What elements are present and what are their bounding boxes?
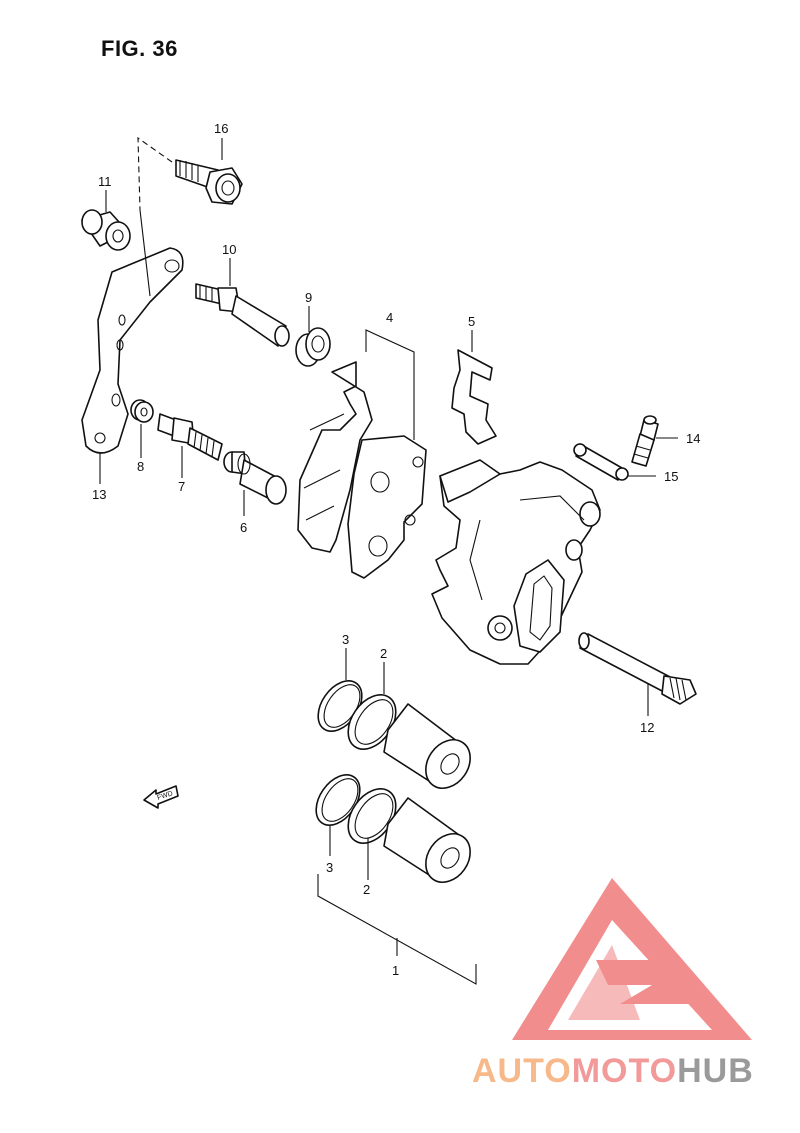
callout-leaders [99,138,678,880]
callout-3-upper: 3 [342,632,349,647]
callout-10: 10 [222,242,236,257]
leader-16-bracket [137,136,173,297]
brake-pad-inner [347,435,427,579]
callout-15: 15 [664,469,678,484]
pin-6 [223,451,287,505]
callout-9: 9 [305,290,312,305]
callout-2-lower: 2 [363,882,370,897]
grommet-9 [295,327,331,367]
brake-pad-outer [297,361,373,553]
callout-12: 12 [640,720,654,735]
piston-upper [383,703,471,789]
svg-text:FWD: FWD [156,790,173,802]
caliper-body [431,459,601,665]
callout-3-lower: 3 [326,860,333,875]
callout-5: 5 [468,314,475,329]
forward-arrow-icon: FWD [143,785,179,809]
callout-6: 6 [240,520,247,535]
bolt-16 [175,159,243,205]
piston-lower [383,797,471,883]
leader-4 [365,329,415,440]
caliper-bracket [81,247,184,454]
callout-1: 1 [392,963,399,978]
slide-pin-12 [578,632,697,705]
callout-11: 11 [98,174,112,189]
callout-13: 13 [92,487,106,502]
washer-8 [130,399,154,423]
pin-10 [195,283,290,347]
bolt-7 [157,413,223,461]
bleeder-cap-15 [573,443,629,481]
callout-2-upper: 2 [380,646,387,661]
callout-8: 8 [137,459,144,474]
callout-14: 14 [686,431,700,446]
leader-1 [317,874,477,985]
watermark-logo-icon [512,878,752,1040]
bleeder-valve-14 [631,415,659,467]
callout-7: 7 [178,479,185,494]
collar-11 [81,209,131,251]
watermark-text: AUTOMOTOHUB [472,1052,754,1090]
pad-spring-5 [451,349,497,445]
figure-title: FIG. 36 [101,36,178,61]
callout-4: 4 [386,310,393,325]
callout-16: 16 [214,121,228,136]
